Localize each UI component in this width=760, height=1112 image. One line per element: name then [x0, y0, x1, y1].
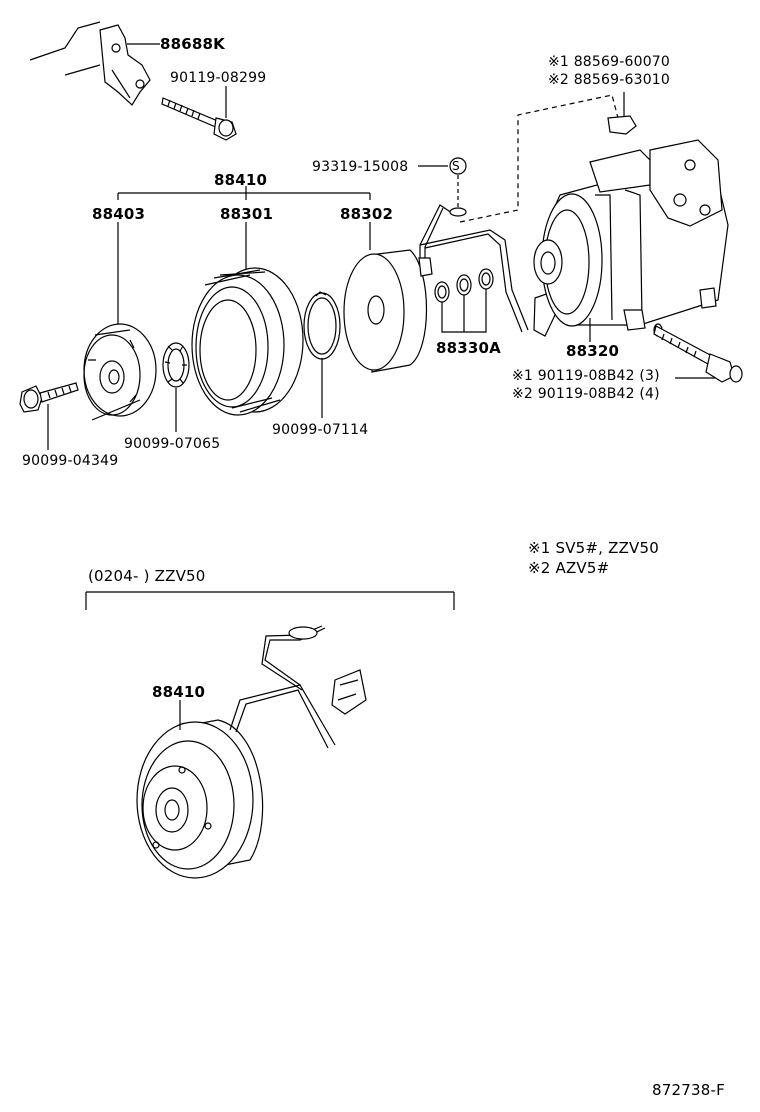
wire-harness [418, 204, 556, 337]
compressor-88320 [533, 115, 729, 331]
bolt-90099-04349 [19, 382, 79, 413]
field-coil-88302 [343, 249, 428, 373]
diagram-id: 872738-F [652, 1081, 725, 1099]
bolt-90119-08299 [161, 97, 237, 141]
part-label-88410-top: 88410 [214, 171, 268, 189]
part-label-88330A: 88330A [436, 339, 501, 357]
part-label-90099-04349: 90099-04349 [22, 453, 119, 469]
clutch-assembly-88410-bottom [136, 625, 367, 879]
part-label-90119-08B42-1: ※1 90119-08B42 (3) [512, 368, 660, 384]
part-label-90119-08B42-2: ※2 90119-08B42 (4) [512, 386, 660, 402]
part-label-90099-07065: 90099-07065 [124, 436, 221, 452]
bracket-88688K [29, 21, 151, 106]
pulley-88301 [191, 267, 304, 416]
part-label-88569-63010: ※2 88569-63010 [548, 72, 671, 88]
part-label-93319-15008: 93319-15008 [312, 159, 409, 175]
part-label-88688K: 88688K [160, 35, 226, 53]
part-label-88301: 88301 [220, 205, 274, 223]
part-label-88403: 88403 [92, 205, 146, 223]
shim-90099-07065 [162, 342, 190, 388]
part-label-88320: 88320 [566, 342, 620, 360]
shims-88330A [434, 268, 494, 303]
part-label-88302: 88302 [340, 205, 394, 223]
part-label-90099-07114: 90099-07114 [272, 422, 369, 438]
bolt-90119-08B42 [653, 323, 743, 383]
note-2: ※2 AZV5# [528, 559, 610, 577]
part-label-88410-bottom: 88410 [152, 683, 206, 701]
note-1: ※1 SV5#, ZZV50 [528, 539, 660, 557]
snap-ring-90099-07114 [303, 291, 341, 360]
s-symbol: S [452, 159, 460, 173]
part-label-90119-08299: 90119-08299 [170, 70, 267, 86]
part-label-88569-60070: ※1 88569-60070 [548, 54, 671, 70]
model-range-label: (0204- ) ZZV50 [88, 567, 206, 585]
clutch-hub-88403 [83, 323, 157, 421]
